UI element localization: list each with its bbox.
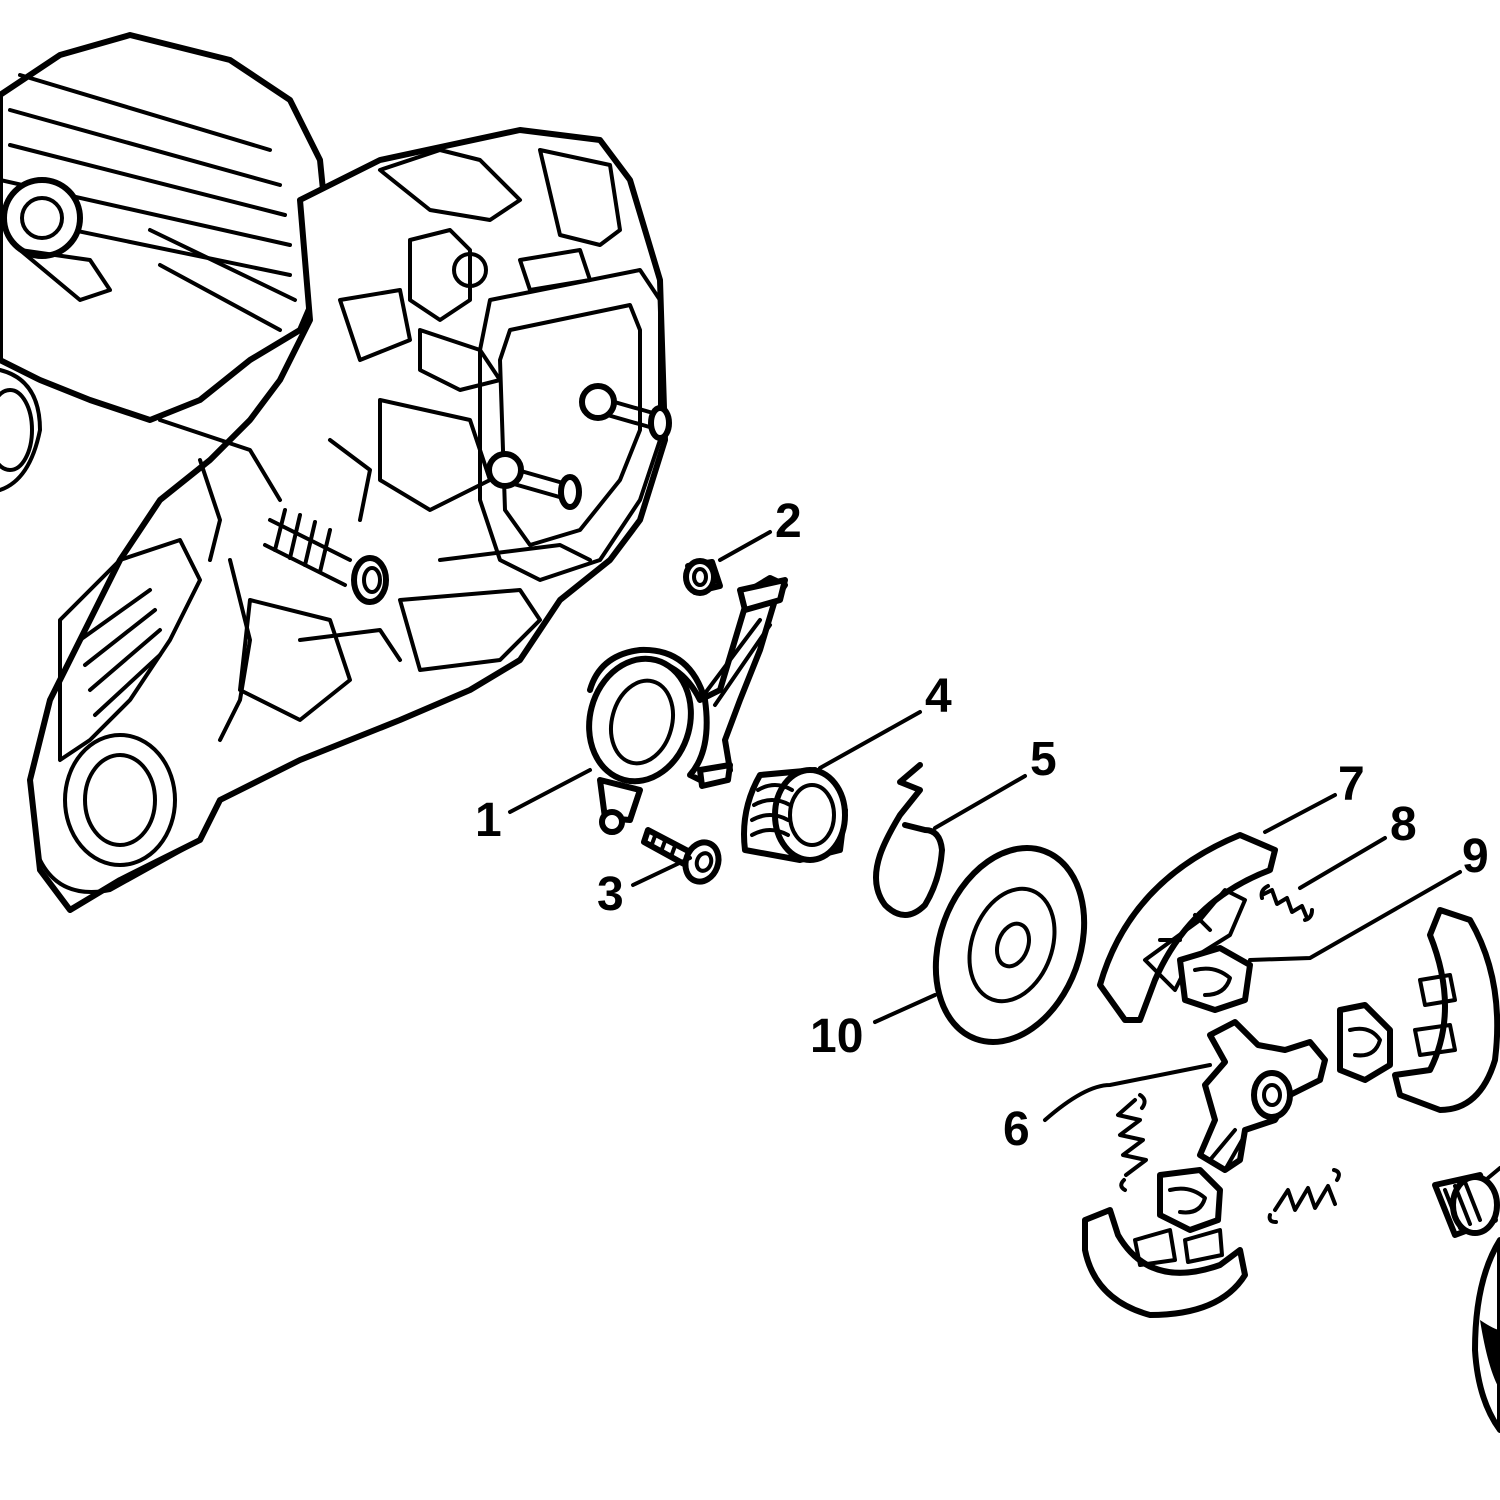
callout-3: 3 bbox=[597, 868, 624, 921]
clutch-shoe-right bbox=[1392, 907, 1500, 1113]
leader-7 bbox=[1263, 793, 1337, 834]
spring-left bbox=[1116, 1093, 1148, 1192]
clutch-drum-partial bbox=[1472, 1237, 1500, 1433]
leader-3 bbox=[631, 856, 692, 887]
leader-1 bbox=[508, 768, 592, 814]
guide-piece-lower bbox=[1157, 1167, 1223, 1233]
callout-8: 8 bbox=[1390, 798, 1417, 851]
needle-bearing bbox=[1432, 1172, 1500, 1238]
callout-1: 1 bbox=[475, 794, 502, 847]
callout-4: 4 bbox=[925, 670, 952, 723]
part-10-washer-disc bbox=[932, 845, 1088, 1045]
part-1-oil-pump-housing bbox=[586, 575, 788, 835]
leader-4 bbox=[818, 710, 922, 770]
engine-crankcase-assembly bbox=[0, 32, 672, 913]
leader-5 bbox=[933, 774, 1027, 830]
part-3-screw bbox=[641, 827, 722, 885]
part-8-small-spring bbox=[1259, 884, 1314, 922]
part-7-clutch-shoe bbox=[1097, 832, 1278, 1023]
part-6-clutch-carrier bbox=[1197, 1019, 1328, 1173]
leader-9 bbox=[1248, 870, 1462, 962]
clutch-shoe-lower bbox=[1082, 1207, 1248, 1318]
part-9-guide-piece bbox=[1177, 945, 1253, 1013]
leader-10 bbox=[873, 993, 937, 1024]
callout-5: 5 bbox=[1030, 733, 1057, 786]
spring-center bbox=[1267, 1168, 1341, 1224]
leader-8 bbox=[1298, 836, 1387, 890]
callout-7: 7 bbox=[1338, 758, 1365, 811]
leader-lines bbox=[508, 530, 1500, 1180]
leader-2 bbox=[718, 530, 772, 562]
callout-2: 2 bbox=[775, 495, 802, 548]
leader-extra bbox=[1486, 1166, 1500, 1180]
part-2-sleeve bbox=[683, 558, 723, 596]
part-4-worm-gear bbox=[741, 767, 848, 863]
callout-9: 9 bbox=[1462, 830, 1489, 883]
callout-labels: 1 2 3 4 5 6 7 8 9 10 bbox=[475, 495, 1489, 1156]
callout-6: 6 bbox=[1003, 1103, 1030, 1156]
part-5-spring-clip bbox=[873, 762, 945, 918]
leader-6 bbox=[1043, 1063, 1212, 1122]
callout-10: 10 bbox=[810, 1010, 863, 1063]
guide-piece-right bbox=[1337, 1002, 1393, 1083]
